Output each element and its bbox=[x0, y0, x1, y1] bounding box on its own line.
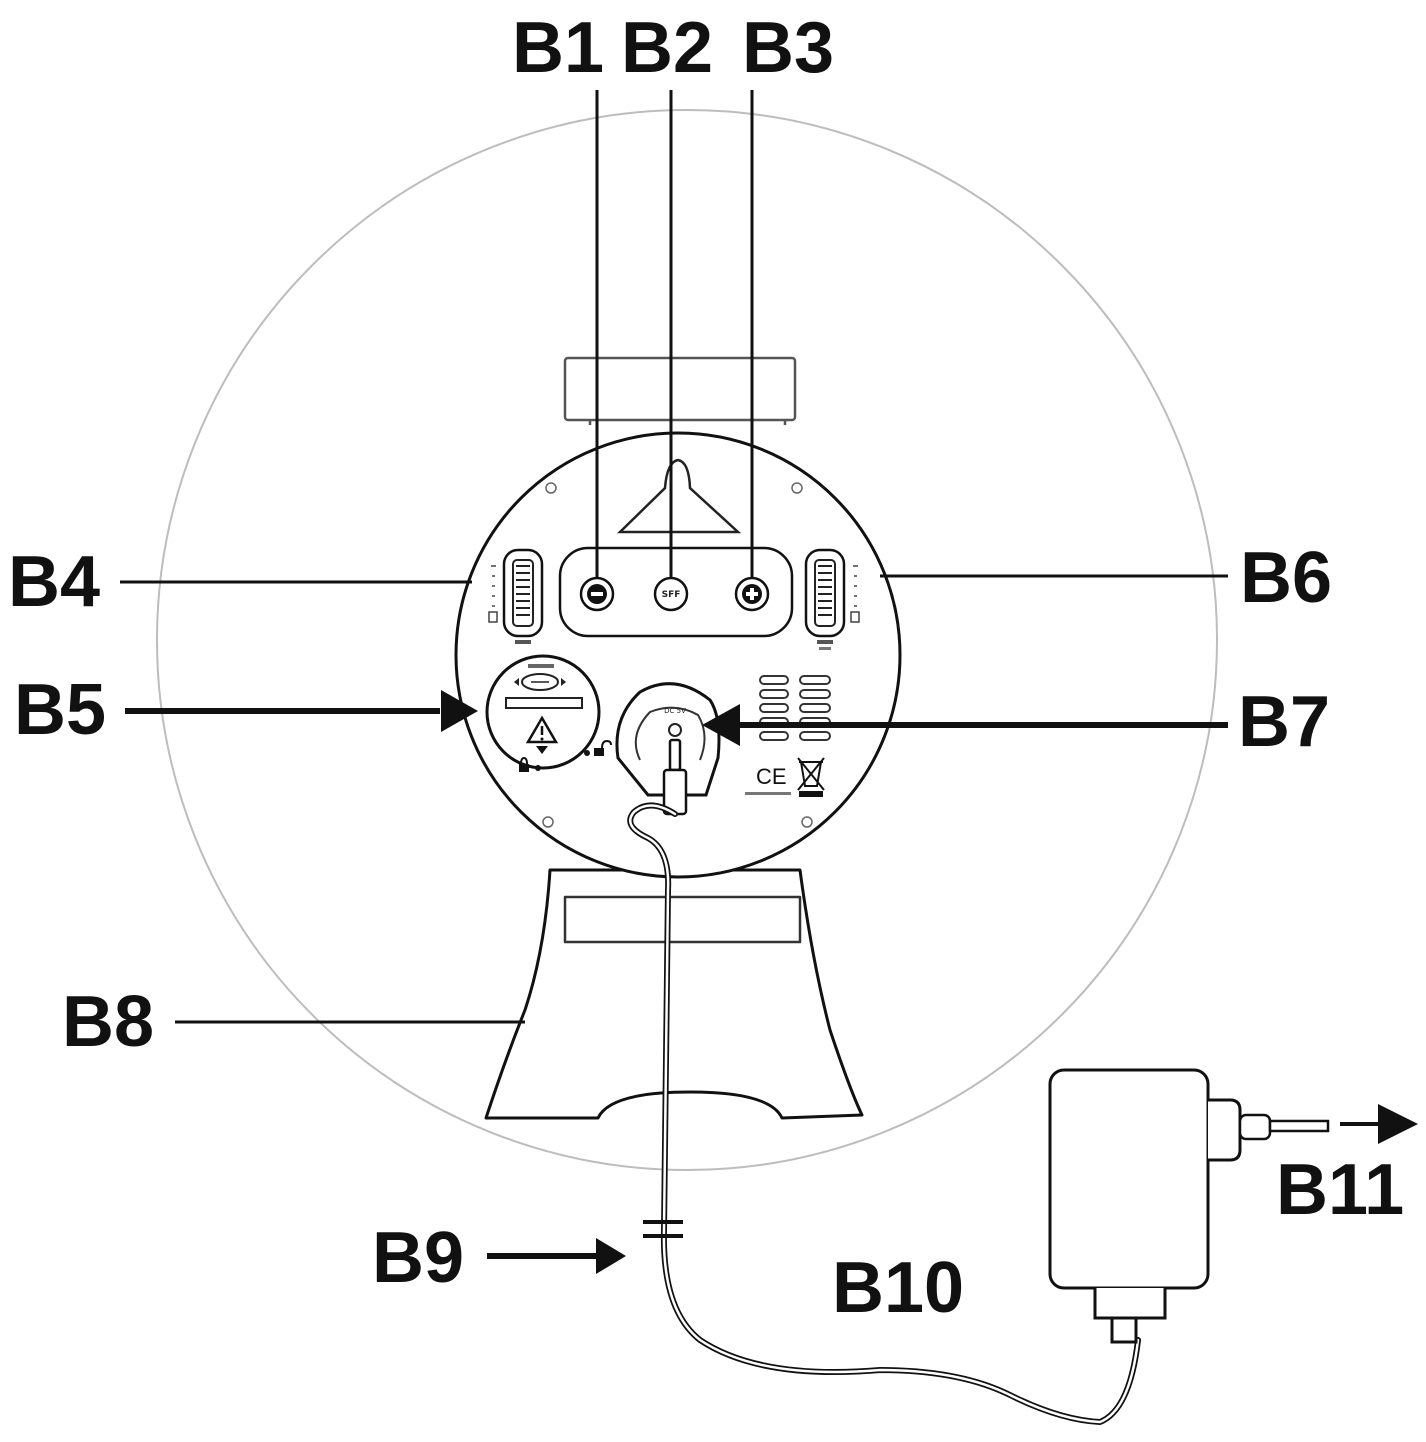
callout-b3: B3 bbox=[742, 8, 834, 88]
b9-arrowhead bbox=[596, 1238, 626, 1274]
callout-b9: B9 bbox=[372, 1218, 464, 1298]
callout-b1: B1 bbox=[512, 8, 604, 88]
callout-b5: B5 bbox=[14, 670, 106, 750]
snooze-button-label: SFF bbox=[662, 590, 681, 600]
snooze-button[interactable]: SFF bbox=[653, 576, 689, 612]
callout-b11: B11 bbox=[1276, 1150, 1404, 1230]
lock-icon bbox=[519, 756, 541, 772]
callout-b4: B4 bbox=[8, 542, 100, 622]
b5-arrowhead bbox=[441, 690, 478, 732]
battery-icon bbox=[514, 664, 566, 691]
left-slider[interactable] bbox=[488, 548, 544, 644]
plus-icon bbox=[746, 588, 758, 600]
leader-lines bbox=[120, 90, 1228, 1024]
b7-arrowhead bbox=[702, 704, 740, 746]
ce-mark: CE bbox=[756, 764, 787, 789]
callout-b7: B7 bbox=[1238, 682, 1330, 762]
minus-button[interactable] bbox=[579, 576, 615, 612]
panel-screws bbox=[542, 482, 813, 828]
power-jack[interactable]: DC 5V bbox=[615, 682, 721, 797]
fine-print bbox=[745, 792, 791, 795]
lamp-disc-outline bbox=[156, 109, 1218, 1171]
battery-cover[interactable] bbox=[485, 654, 601, 770]
leader-arrows bbox=[125, 708, 1228, 1259]
callout-b6: B6 bbox=[1240, 538, 1332, 618]
crossed-bin-icon bbox=[797, 757, 825, 797]
unlock-icon bbox=[584, 739, 612, 756]
cable-connector bbox=[643, 1220, 683, 1238]
jack-label: DC 5V bbox=[664, 707, 686, 715]
top-bracket bbox=[563, 356, 797, 425]
minus-icon bbox=[591, 592, 603, 596]
right-slider[interactable] bbox=[804, 548, 860, 650]
power-adapter bbox=[1048, 1068, 1242, 1344]
mains-plug-pins bbox=[1238, 1113, 1330, 1141]
callout-b2: B2 bbox=[621, 8, 713, 88]
stand bbox=[484, 868, 864, 1120]
callout-b8: B8 bbox=[62, 982, 154, 1062]
back-panel bbox=[454, 431, 902, 879]
callout-b10: B10 bbox=[832, 1248, 964, 1328]
plus-button[interactable] bbox=[734, 576, 770, 612]
hanging-hook bbox=[616, 458, 742, 534]
warning-triangle-icon bbox=[525, 715, 559, 744]
